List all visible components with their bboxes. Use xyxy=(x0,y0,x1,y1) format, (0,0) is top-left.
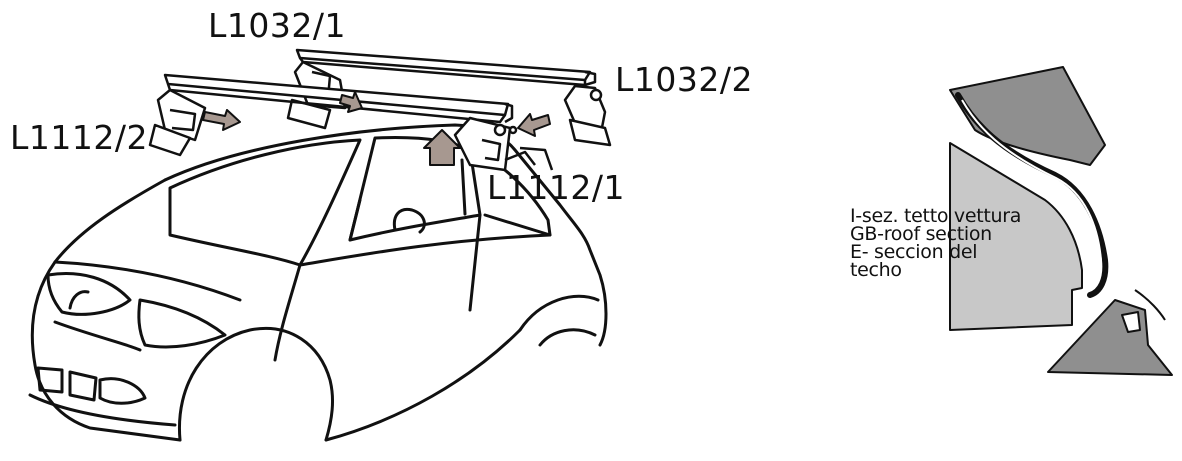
arrow-rear-left xyxy=(339,91,363,113)
arrow-front-left xyxy=(202,109,241,131)
section-note-line4: techo xyxy=(850,259,902,281)
car-outline xyxy=(28,123,608,442)
roof-bars xyxy=(148,48,612,172)
section-note-line3: E- seccion del xyxy=(850,241,978,263)
arrow-front-right-up xyxy=(423,129,461,166)
section-note-line1: I-sez. tetto vettura xyxy=(850,205,1022,227)
label-l1112-1: L1112/1 xyxy=(487,168,625,207)
arrow-rear-right xyxy=(517,113,551,137)
label-l1112-2: L1112/2 xyxy=(10,118,148,157)
installation-arrows xyxy=(202,91,551,166)
label-l1032-1: L1032/1 xyxy=(208,6,346,45)
section-note-line2: GB-roof section xyxy=(850,223,992,245)
label-l1032-2: L1032/2 xyxy=(615,60,753,99)
roof-section-detail xyxy=(949,66,1173,376)
